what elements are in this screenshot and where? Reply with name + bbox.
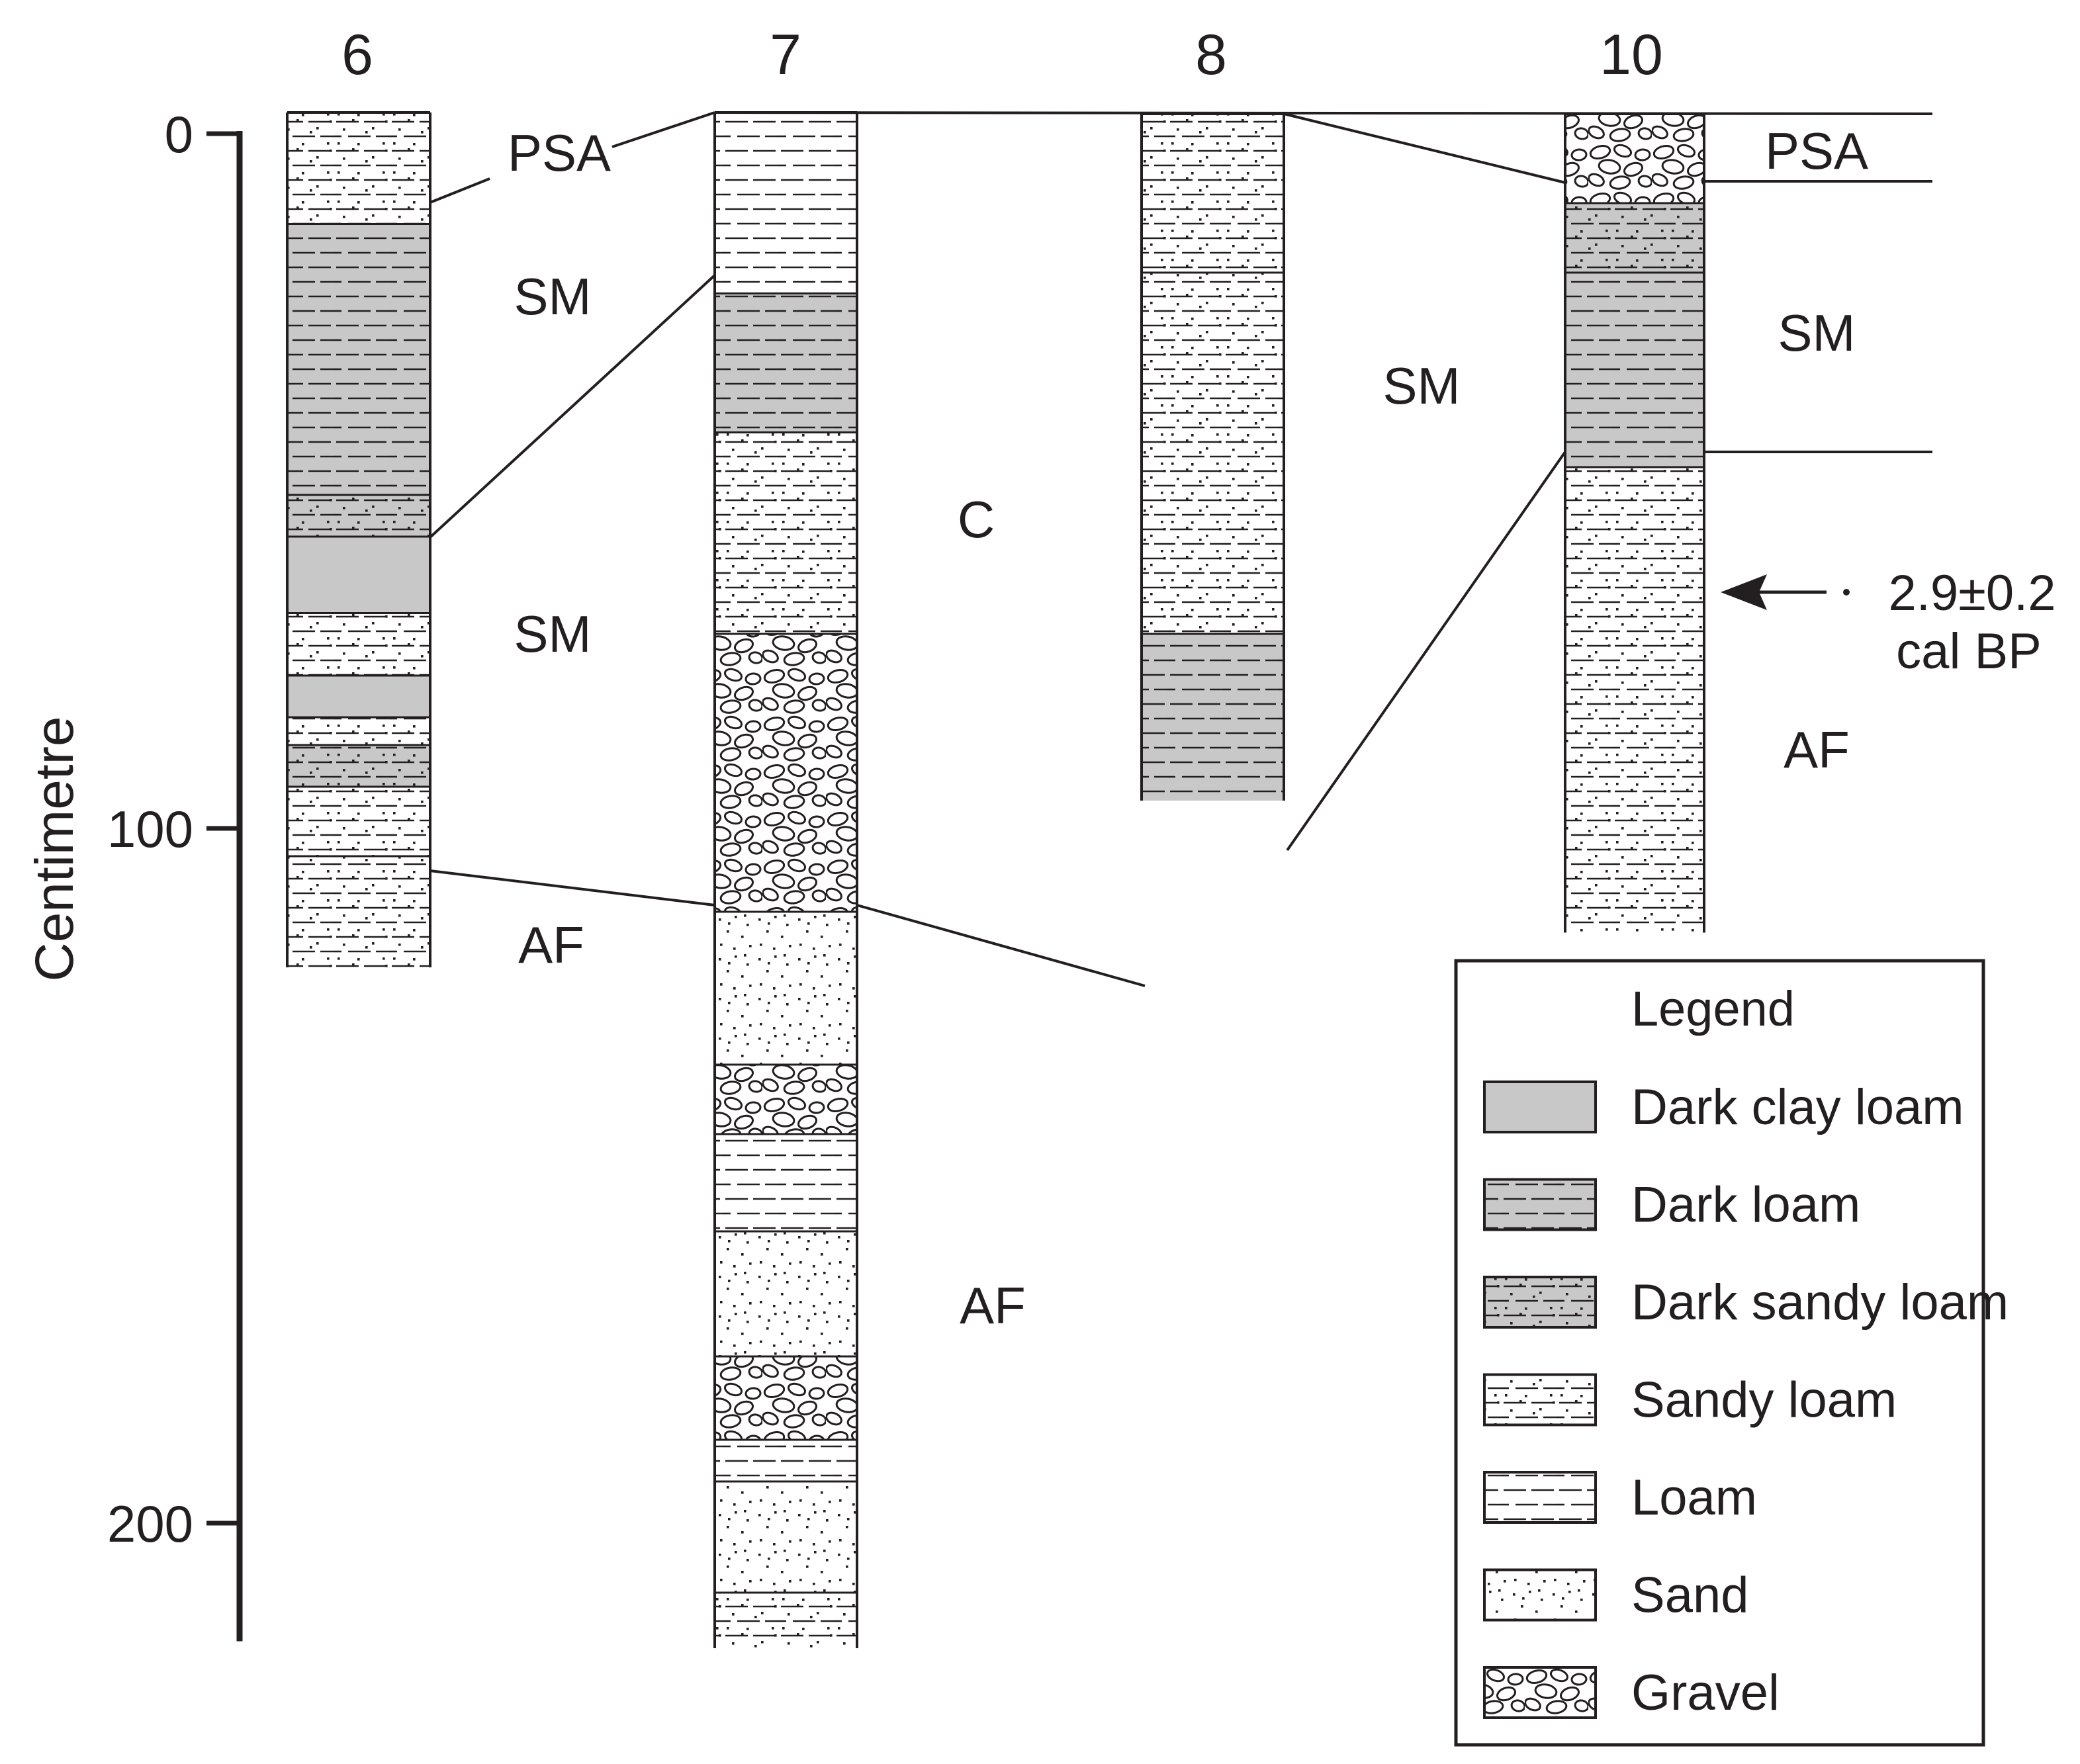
- depth-axis-tick-label: 0: [165, 105, 193, 163]
- correlation-line-surface-7-10: [714, 111, 1933, 115]
- column-title-8: 8: [1195, 23, 1227, 87]
- column-10-layer-gravel: [1565, 114, 1704, 203]
- legend-item-dark-sandy-loam: Dark sandy loam: [1483, 1274, 2009, 1331]
- column-6-layer-sandy-loam: [287, 112, 430, 224]
- column-titles: 6 7 8 10: [341, 23, 1663, 87]
- correlation-line-psa-7: [611, 111, 715, 148]
- column-7-layer-gravel: [715, 1356, 857, 1440]
- column-6-layer-sandy-loam: [287, 613, 430, 676]
- depth-axis-tick-label: 100: [107, 800, 193, 858]
- legend-label: Loam: [1631, 1470, 1757, 1526]
- column-7-layer-sand: [715, 912, 857, 1065]
- column-7-layer-loam: [715, 112, 857, 294]
- column-7: [713, 111, 858, 1648]
- column-6-layer-sandy-loam: [287, 717, 430, 745]
- zone-label-psa-10: PSA: [1765, 122, 1868, 180]
- legend-swatch: [1483, 1373, 1597, 1427]
- legend-swatch: [1483, 1666, 1597, 1719]
- depth-axis-title: Centimetre: [24, 716, 85, 981]
- legend-label: Dark loam: [1631, 1177, 1860, 1233]
- zone-label-psa-6: PSA: [508, 124, 611, 182]
- column-10-layer-sandy-loam: [1565, 467, 1704, 933]
- depth-axis: 0 100 200 Centimetre: [24, 105, 243, 1642]
- column-8-layer-sandy-loam: [1142, 273, 1284, 634]
- zone-label-af-6: AF: [518, 916, 584, 974]
- legend-title: Legend: [1631, 981, 1795, 1036]
- legend-item-dark-clay-loam: Dark clay loam: [1483, 1079, 1964, 1135]
- radiocarbon-date: 2.9±0.2 cal BP: [1721, 565, 2056, 680]
- column-10-layer-dark-loam: [1565, 273, 1704, 467]
- legend-swatch: [1483, 1568, 1597, 1622]
- legend-item-dark-loam: Dark loam: [1483, 1177, 1860, 1233]
- zone-label-sm-6-upper: SM: [514, 267, 592, 326]
- correlation-line-8-10: [1283, 112, 1566, 184]
- column-7-layer-sandy-loam: [715, 432, 857, 634]
- zone-label-sm-8: SM: [1383, 357, 1461, 415]
- column-7-layer-loam: [715, 1134, 857, 1231]
- column-6: [286, 111, 431, 967]
- correlation-line-sm-6-7: [429, 274, 716, 539]
- arrow-left-icon: [1721, 574, 1767, 610]
- correlation-line-psa-6: [430, 177, 490, 204]
- column-10: [1564, 112, 1705, 933]
- correlation-lines: [429, 111, 1933, 987]
- zone-labels: PSA SM SM AF C AF SM PSA SM AF: [508, 122, 1868, 1335]
- correlation-line-af-6-7: [430, 869, 715, 906]
- zone-label-af-10: AF: [1784, 721, 1850, 779]
- stratigraphic-columns: [286, 111, 1705, 1648]
- zone-label-c-7: C: [958, 490, 995, 549]
- legend-item-sand: Sand: [1483, 1567, 1749, 1624]
- legend-swatch: [1483, 1471, 1597, 1524]
- column-6-layer-dark-sandy-loam: [287, 495, 430, 537]
- column-title-6: 6: [341, 23, 373, 87]
- column-7-layer-sandy-loam: [715, 1593, 857, 1648]
- column-8: [1140, 112, 1285, 801]
- legend-label: Sandy loam: [1631, 1372, 1897, 1429]
- date-unit: cal BP: [1896, 623, 2042, 680]
- correlation-line-8-10-lower: [1286, 451, 1566, 852]
- legend-swatch: [1483, 1276, 1597, 1329]
- column-10-layer-dark-sandy-loam: [1565, 203, 1704, 273]
- legend-label: Sand: [1631, 1567, 1749, 1624]
- column-7-layer-sand: [715, 1231, 857, 1356]
- legend-item-sandy-loam: Sandy loam: [1483, 1372, 1897, 1429]
- legend-swatch: [1483, 1178, 1597, 1231]
- column-6-layer-dark-clay-loam: [287, 676, 430, 717]
- legend-item-loam: Loam: [1483, 1470, 1757, 1526]
- column-title-7: 7: [770, 23, 801, 87]
- column-title-10: 10: [1600, 23, 1663, 87]
- depth-axis-tick-label: 200: [107, 1495, 193, 1553]
- legend-label: Gravel: [1631, 1665, 1780, 1721]
- column-7-layer-gravel: [715, 634, 857, 912]
- column-8-layer-dark-loam: [1142, 634, 1284, 801]
- date-value: 2.9±0.2: [1888, 565, 2056, 621]
- correlation-line-af-7-8: [856, 904, 1146, 987]
- column-8-layer-sandy-loam: [1142, 114, 1284, 273]
- column-6-layer-dark-sandy-loam: [287, 745, 430, 787]
- column-6-layer-dark-clay-loam: [287, 537, 430, 613]
- date-dot: [1843, 589, 1850, 595]
- legend-label: Dark sandy loam: [1631, 1274, 2009, 1331]
- legend-label: Dark clay loam: [1631, 1079, 1964, 1135]
- column-6-layer-dark-loam: [287, 224, 430, 495]
- column-7-layer-gravel: [715, 1065, 857, 1134]
- column-7-layer-sand: [715, 1481, 857, 1593]
- column-6-layer-sandy-loam: [287, 856, 430, 967]
- zone-label-af-7: AF: [960, 1276, 1026, 1335]
- legend-swatch: [1483, 1080, 1597, 1133]
- legend-item-gravel: Gravel: [1483, 1665, 1780, 1721]
- legend-box: [1454, 959, 1985, 1747]
- zone-label-sm-6-lower: SM: [514, 605, 592, 663]
- column-6-layer-sandy-loam: [287, 787, 430, 856]
- column-7-layer-loam: [715, 1440, 857, 1481]
- column-7-layer-dark-loam: [715, 293, 857, 433]
- zone-label-sm-10: SM: [1778, 304, 1856, 362]
